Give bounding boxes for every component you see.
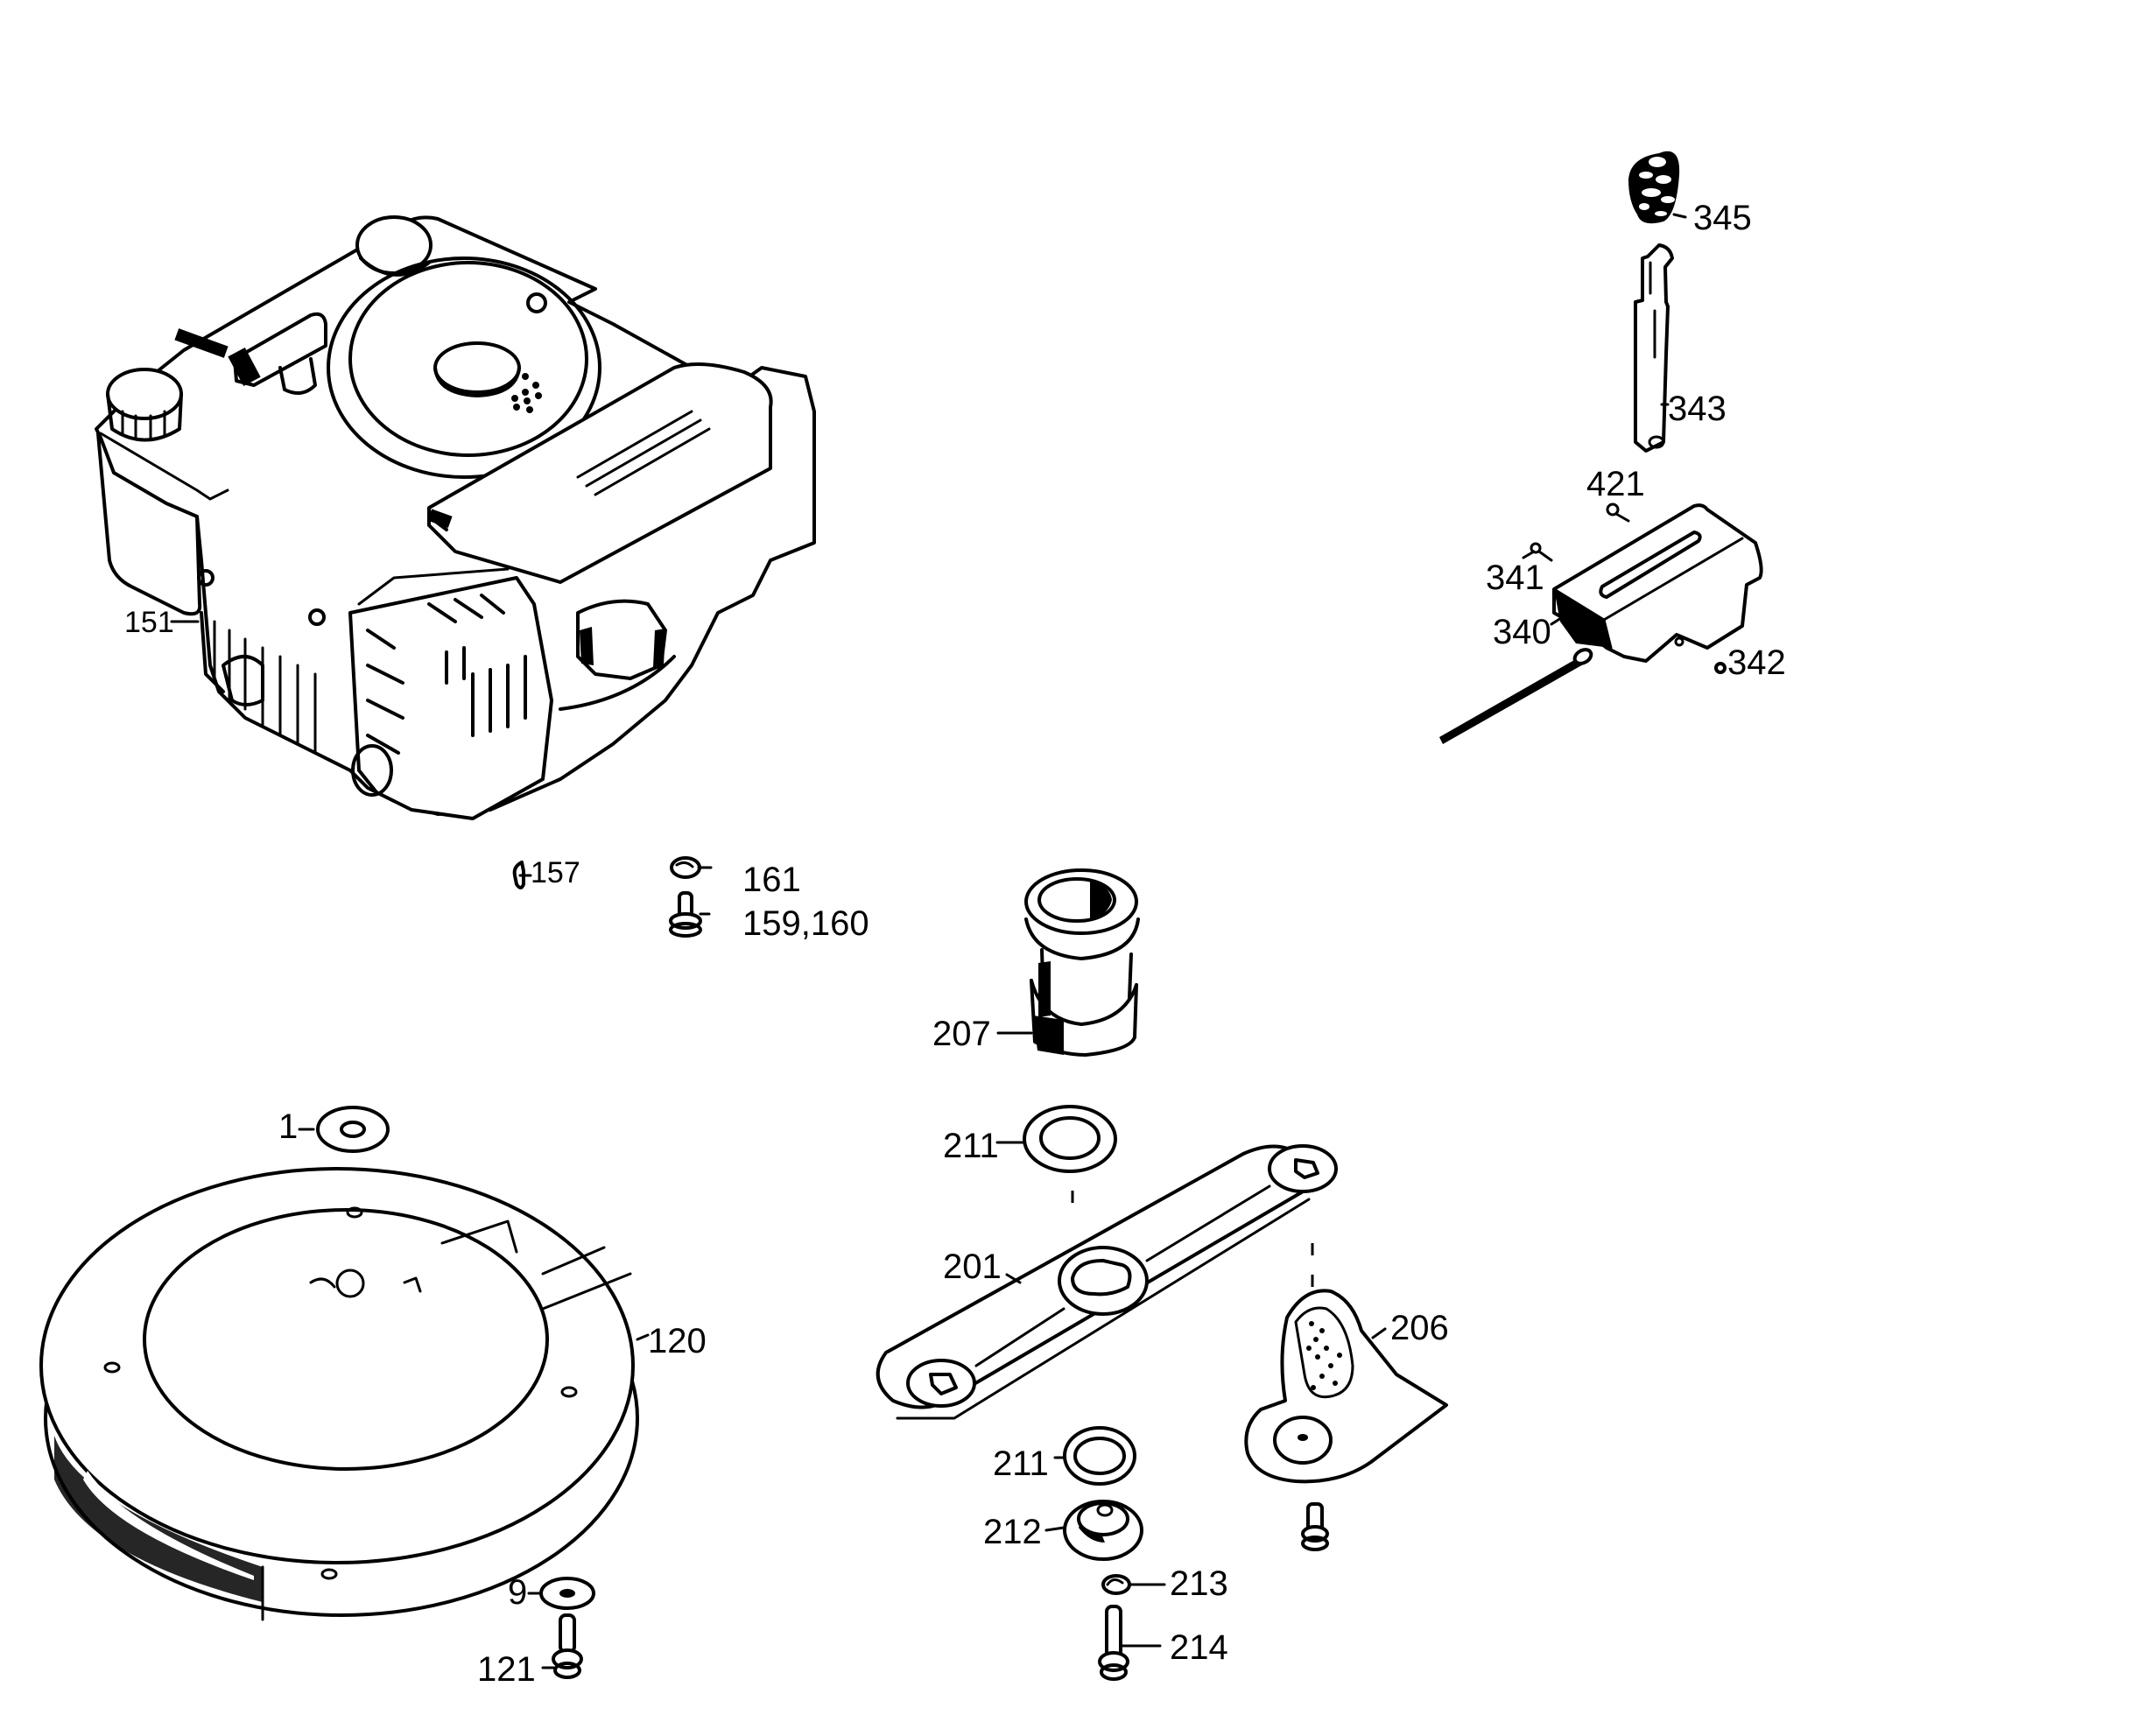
knob-345: 345 bbox=[1628, 151, 1752, 237]
part-label-207: 207 bbox=[932, 1015, 991, 1053]
part-label-157: 157 bbox=[531, 856, 580, 889]
lever-343: 343 bbox=[1634, 243, 1727, 453]
bolt-214: 214 bbox=[1098, 1605, 1228, 1681]
part-label-161: 161 bbox=[742, 861, 801, 899]
pulley-207: 207 bbox=[932, 868, 1140, 1057]
part-label-211-bottom: 211 bbox=[993, 1444, 1049, 1483]
screw-341: 341 bbox=[1486, 542, 1553, 597]
part-label-151: 151 bbox=[124, 606, 174, 639]
nut-342: 342 bbox=[1714, 643, 1786, 682]
washer-213: 213 bbox=[1101, 1564, 1228, 1603]
blade-plate-bolt bbox=[1301, 1502, 1329, 1551]
part-label-342: 342 bbox=[1727, 643, 1786, 682]
washer-9: 9 bbox=[508, 1573, 595, 1612]
clip-421: 421 bbox=[1586, 465, 1645, 523]
part-label-343: 343 bbox=[1668, 390, 1727, 428]
part-label-201: 201 bbox=[943, 1248, 1002, 1286]
hub-212: 212 bbox=[983, 1500, 1143, 1561]
washer-1: 1 bbox=[278, 1106, 390, 1153]
bolt-159-160: 159,160 bbox=[669, 891, 869, 943]
part-label-345: 345 bbox=[1693, 199, 1752, 237]
engine-assembly bbox=[95, 215, 816, 820]
blade-plate-206: 206 bbox=[1244, 1289, 1449, 1484]
washer-161: 161 bbox=[670, 856, 801, 899]
part-label-1: 1 bbox=[278, 1107, 298, 1146]
part-label-121: 121 bbox=[477, 1650, 536, 1689]
part-label-120: 120 bbox=[648, 1322, 707, 1360]
part-label-159-160: 159,160 bbox=[742, 904, 869, 943]
callout-151: 151 bbox=[124, 606, 200, 639]
washer-211-top: 211 bbox=[943, 1105, 1117, 1208]
part-label-212: 212 bbox=[983, 1513, 1042, 1551]
part-label-421: 421 bbox=[1586, 465, 1645, 503]
washer-211-bottom: 211 bbox=[993, 1426, 1136, 1486]
part-label-340: 340 bbox=[1493, 613, 1551, 651]
part-label-214: 214 bbox=[1170, 1628, 1228, 1667]
part-label-206: 206 bbox=[1390, 1309, 1449, 1347]
control-box-340: 340 bbox=[1439, 503, 1763, 744]
pin-157: 157 bbox=[512, 856, 580, 889]
part-label-211-top: 211 bbox=[943, 1127, 999, 1165]
part-label-9: 9 bbox=[508, 1573, 527, 1612]
part-label-213: 213 bbox=[1170, 1564, 1228, 1603]
deck-ring-120: 120 bbox=[39, 1167, 707, 1621]
bolt-121: 121 bbox=[477, 1613, 583, 1689]
blade-bar-201: 201 bbox=[876, 1144, 1338, 1420]
part-label-341: 341 bbox=[1486, 559, 1544, 597]
